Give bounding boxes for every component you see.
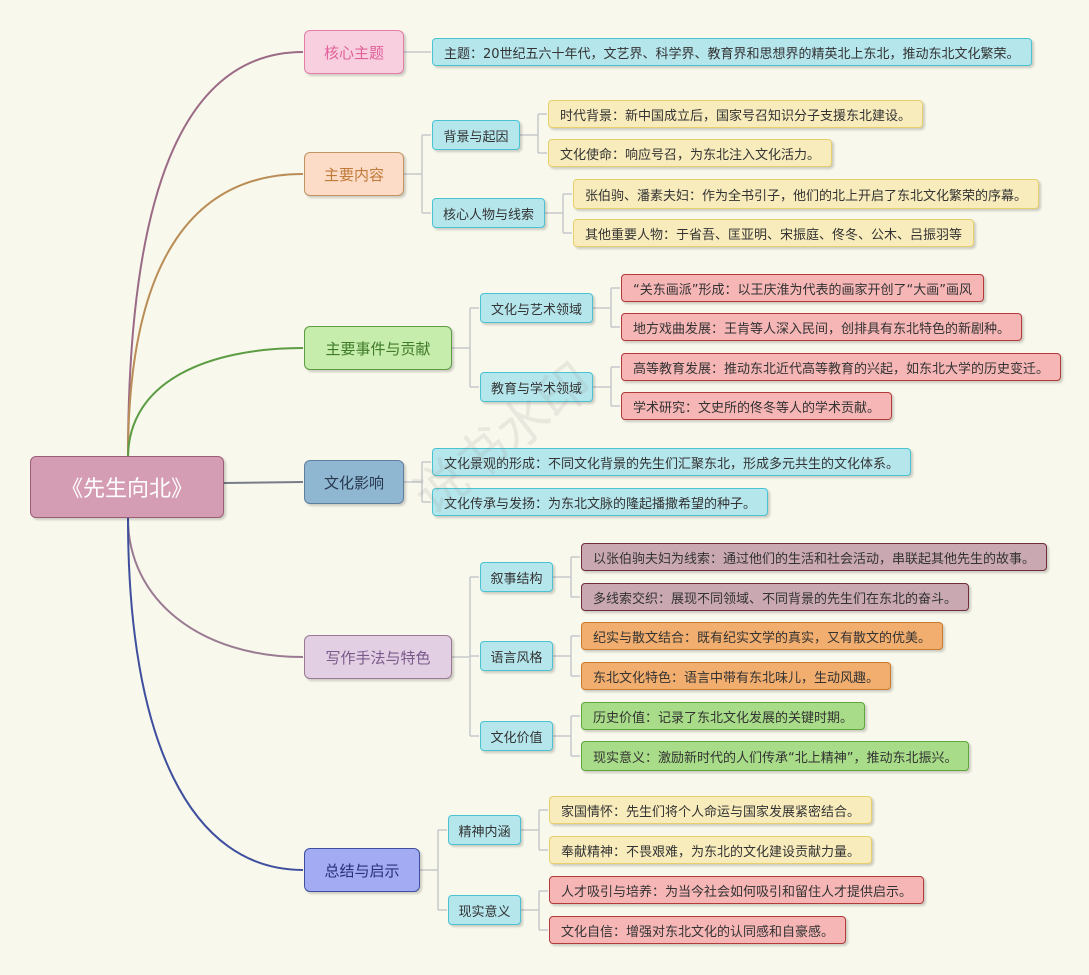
sub-background[interactable]: 背景与起因 — [432, 120, 520, 150]
leaf-core-theme[interactable]: 主题：20世纪五六十年代，文艺界、科学界、教育界和思想界的精英北上东北，推动东北… — [432, 38, 1032, 66]
leaf-historical-value[interactable]: 历史价值：记录了东北文化发展的关键时期。 — [581, 702, 866, 730]
branch-core-theme[interactable]: 核心主题 — [304, 30, 404, 74]
connector-core — [127, 51, 304, 459]
sub-cultural-value[interactable]: 文化价值 — [480, 721, 553, 751]
leaf-practical-significance[interactable]: 现实意义：激励新时代的人们传承“北上精神”，推动东北振兴。 — [581, 741, 970, 771]
leaf-guandong-painting[interactable]: “关东画派”形成：以王庆淮为代表的画家开创了“大画”画风 — [621, 274, 984, 302]
central-topic[interactable]: 《先生向北》 — [30, 456, 224, 518]
leaf-patriotism[interactable]: 家国情怀：先生们将个人命运与国家发展紧密结合。 — [549, 796, 873, 824]
leaf-multi-thread[interactable]: 多线索交织：展现不同领域、不同背景的先生们在东北的奋斗。 — [581, 583, 970, 611]
leaf-other-figures[interactable]: 其他重要人物：于省吾、匡亚明、宋振庭、佟冬、公木、吕振羽等 — [573, 219, 975, 247]
sub-core-figures[interactable]: 核心人物与线索 — [432, 198, 545, 228]
leaf-cultural-heritage[interactable]: 文化传承与发扬：为东北文脉的隆起播撒希望的种子。 — [432, 488, 769, 516]
branch-events-contributions[interactable]: 主要事件与贡献 — [304, 326, 452, 370]
connector-events — [127, 347, 304, 459]
branch-summary-insights[interactable]: 总结与启示 — [304, 848, 420, 892]
leaf-talent-attraction[interactable]: 人才吸引与培养：为当今社会如何吸引和留住人才提供启示。 — [549, 876, 925, 904]
leaf-cultural-mission[interactable]: 文化使命：响应号召，为东北注入文化活力。 — [548, 139, 833, 167]
branch-cultural-influence[interactable]: 文化影响 — [304, 460, 404, 504]
leaf-higher-education[interactable]: 高等教育发展：推动东北近代高等教育的兴起，如东北大学的历史变迁。 — [621, 353, 1062, 381]
sub-language-style[interactable]: 语言风格 — [480, 641, 553, 671]
sub-spiritual-connotation[interactable]: 精神内涵 — [448, 815, 521, 845]
connector-influence — [223, 481, 304, 484]
sub-education-academia[interactable]: 教育与学术领域 — [480, 372, 593, 402]
leaf-documentary-prose[interactable]: 纪实与散文结合：既有纪实文学的真实，又有散文的优美。 — [581, 622, 944, 650]
leaf-era-background[interactable]: 时代背景：新中国成立后，国家号召知识分子支援东北建设。 — [548, 100, 924, 128]
sub-culture-art[interactable]: 文化与艺术领域 — [480, 293, 593, 323]
leaf-local-opera[interactable]: 地方戏曲发展：王肯等人深入民间，创排具有东北特色的新剧种。 — [621, 313, 1023, 341]
connector-summary — [127, 517, 304, 871]
branch-writing-style[interactable]: 写作手法与特色 — [304, 635, 452, 679]
leaf-dedication[interactable]: 奉献精神：不畏艰难，为东北的文化建设贡献力量。 — [549, 836, 873, 864]
leaf-northeast-flavor[interactable]: 东北文化特色：语言中带有东北味儿，生动风趣。 — [581, 662, 892, 690]
leaf-zhang-pan-couple[interactable]: 张伯驹、潘素夫妇：作为全书引子，他们的北上开启了东北文化繁荣的序幕。 — [573, 179, 1040, 209]
connector-content — [127, 173, 304, 459]
connector-writing — [127, 517, 304, 658]
leaf-zhang-thread[interactable]: 以张伯驹夫妇为线索：通过他们的生活和社会活动，串联起其他先生的故事。 — [581, 543, 1048, 571]
sub-practical-meaning[interactable]: 现实意义 — [448, 895, 521, 925]
branch-main-content[interactable]: 主要内容 — [304, 152, 404, 196]
leaf-cultural-confidence[interactable]: 文化自信：增强对东北文化的认同感和自豪感。 — [549, 916, 847, 944]
sub-narrative-structure[interactable]: 叙事结构 — [480, 562, 553, 592]
leaf-cultural-landscape[interactable]: 文化景观的形成：不同文化背景的先生们汇聚东北，形成多元共生的文化体系。 — [432, 448, 912, 476]
leaf-academic-research[interactable]: 学术研究：文史所的佟冬等人的学术贡献。 — [621, 392, 893, 420]
